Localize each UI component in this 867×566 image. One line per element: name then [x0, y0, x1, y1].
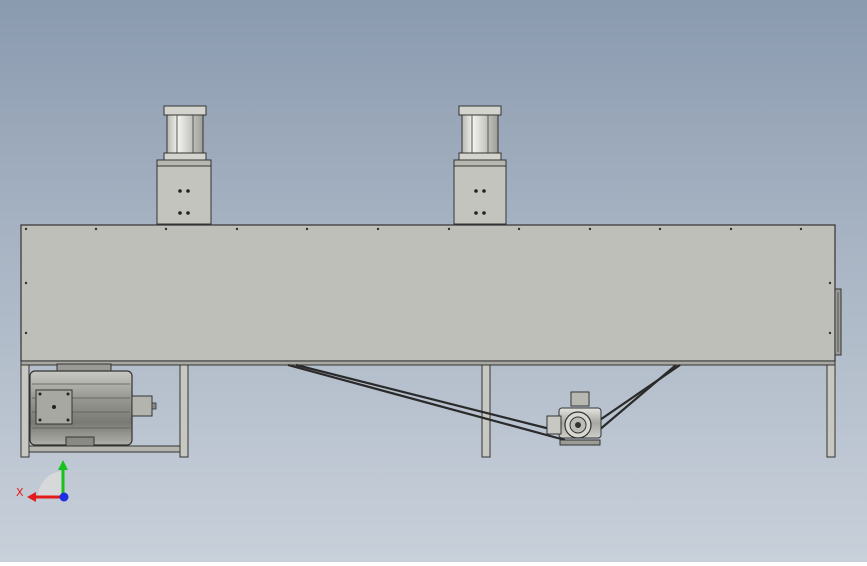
- x-axis-label: X: [16, 486, 24, 499]
- left-cylinder-assembly: [156, 105, 212, 225]
- axis-triad: X: [16, 460, 69, 502]
- support-legs: [20, 364, 836, 458]
- main-housing: [20, 224, 836, 366]
- drive-belt: [287, 363, 681, 442]
- right-cylinder-assembly: [453, 105, 507, 225]
- housing-rivets: [24, 227, 832, 335]
- z-axis-dot: [59, 492, 69, 502]
- left-motor: [29, 363, 157, 447]
- right-motor: [546, 391, 602, 446]
- side-panel: [834, 288, 842, 356]
